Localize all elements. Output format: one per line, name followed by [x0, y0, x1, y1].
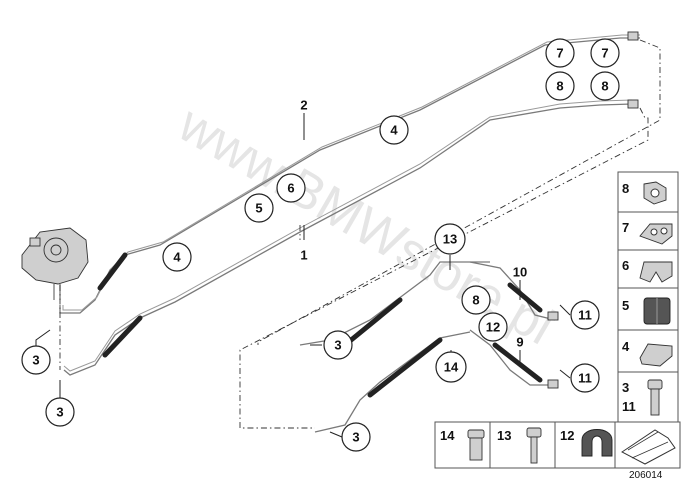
- legend-label-13: 13: [497, 428, 511, 443]
- legend-label-4: 4: [622, 339, 630, 354]
- legend-label-5: 5: [622, 298, 629, 313]
- svg-text:3: 3: [56, 405, 63, 420]
- clip-open-icon: [639, 261, 673, 283]
- pipe-clamp-icon: [581, 429, 613, 457]
- document-number: 206014: [629, 470, 663, 481]
- svg-text:11: 11: [578, 308, 592, 323]
- svg-text:14: 14: [444, 360, 459, 375]
- sleeve-icon: [467, 429, 485, 461]
- svg-text:13: 13: [443, 232, 457, 247]
- direction-arrow-icon: [621, 429, 676, 465]
- legend-label-8: 8: [622, 181, 629, 196]
- svg-text:4: 4: [173, 250, 181, 265]
- callout-3b: 3: [45, 397, 75, 427]
- svg-text:3: 3: [334, 338, 341, 353]
- svg-text:11: 11: [578, 371, 592, 386]
- callout-8b: 8: [590, 71, 620, 101]
- legend-label-6: 6: [622, 258, 629, 273]
- watermark-text: www.BMWstore.pl: [168, 95, 563, 357]
- clip-double-icon: [639, 223, 673, 245]
- legend-bottom: 14 13 12: [434, 421, 681, 469]
- svg-text:8: 8: [556, 79, 563, 94]
- callout-13: 13: [434, 223, 466, 255]
- bracket-clip-icon: [639, 343, 673, 367]
- callout-4a: 4: [379, 115, 409, 145]
- legend-label-3: 3: [622, 380, 629, 395]
- label-10: 10: [513, 265, 527, 280]
- callout-5: 5: [244, 193, 274, 223]
- svg-text:3: 3: [32, 353, 39, 368]
- svg-text:6: 6: [287, 181, 294, 196]
- callout-7b: 7: [590, 38, 620, 68]
- svg-text:8: 8: [472, 293, 479, 308]
- label-9: 9: [516, 335, 523, 350]
- svg-text:12: 12: [486, 320, 500, 335]
- callout-14: 14: [435, 351, 467, 383]
- callout-7a: 7: [545, 38, 575, 68]
- callout-6: 6: [276, 173, 306, 203]
- legend-label-12: 12: [560, 428, 574, 443]
- nut-icon: [643, 181, 667, 205]
- dash-lines: [59, 39, 661, 429]
- callout-12: 12: [478, 312, 508, 342]
- callout-3c: 3: [323, 330, 353, 360]
- svg-text:7: 7: [601, 46, 608, 61]
- pump-unit-icon: [21, 227, 89, 300]
- bolt-icon: [647, 379, 663, 416]
- callout-11b: 11: [570, 363, 600, 393]
- callout-3d: 3: [341, 422, 371, 452]
- legend-panel: 8 7 6 5 4 3 11: [617, 171, 679, 423]
- svg-text:3: 3: [352, 430, 359, 445]
- label-2: 2: [300, 98, 307, 113]
- callout-11a: 11: [570, 300, 600, 330]
- legend-label-7: 7: [622, 220, 629, 235]
- grommet-icon: [643, 297, 671, 325]
- svg-text:7: 7: [556, 46, 563, 61]
- callout-8c: 8: [461, 285, 491, 315]
- svg-text:5: 5: [255, 201, 262, 216]
- svg-text:8: 8: [601, 79, 608, 94]
- callout-4b: 4: [162, 242, 192, 272]
- svg-text:4: 4: [390, 123, 398, 138]
- callout-3a: 3: [21, 345, 51, 375]
- screw-icon: [526, 427, 542, 464]
- label-1: 1: [300, 248, 307, 263]
- callout-8a: 8: [545, 71, 575, 101]
- legend-label-14: 14: [440, 428, 455, 443]
- legend-label-11: 11: [622, 399, 636, 414]
